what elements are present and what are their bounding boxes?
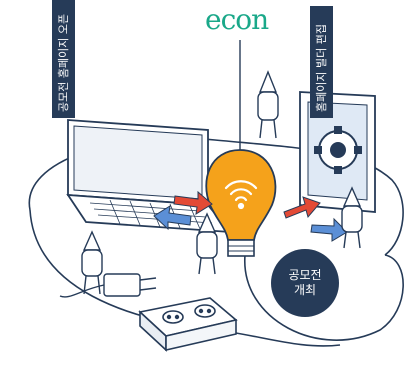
arrow-red-right	[283, 196, 321, 219]
cable-loop-left	[28, 137, 404, 256]
contest-circle-line1: 공모전	[288, 268, 322, 282]
econ-logo: econ	[205, 3, 269, 36]
contest-circle-line2: 개최	[293, 283, 317, 297]
cable-loop-right	[244, 254, 404, 341]
laptop-icon	[66, 119, 233, 234]
arrow-blue-left	[153, 205, 192, 231]
person-top-right	[257, 70, 279, 139]
arrow-blue-right	[310, 217, 348, 242]
banner-contest-homepage-open: 공모전 홈페이지 오픈	[52, 0, 75, 118]
lightbulb-icon	[205, 149, 277, 257]
wifi-icon	[224, 180, 258, 210]
contest-circle-label: 공모전 개최	[275, 268, 335, 298]
gear-icon	[314, 126, 362, 174]
person-bottom-left	[81, 230, 103, 295]
plug-icon	[59, 273, 157, 298]
contest-circle	[271, 249, 339, 317]
person-center-left	[196, 212, 218, 275]
arrow-red-left	[173, 190, 213, 215]
power-outlet-icon	[138, 297, 238, 352]
banner-homepage-builder-edit: 홈페이지 빌더 편집	[310, 6, 333, 118]
person-right	[341, 186, 363, 249]
